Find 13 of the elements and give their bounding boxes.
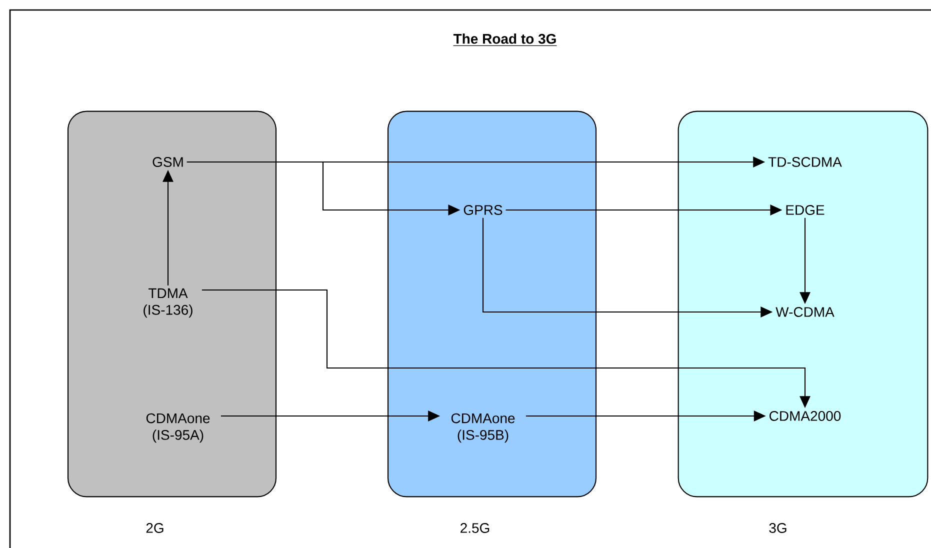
technology-label: CDMA2000 xyxy=(770,411,841,421)
technology-label: CDMAone (IS-95A) xyxy=(146,413,210,443)
technology-label: CDMAone (IS-95B) xyxy=(451,413,515,443)
column-label: 2.5G xyxy=(460,523,490,533)
technology-label: TDMA (IS-136) xyxy=(144,288,192,318)
column-label: 2G xyxy=(146,523,164,533)
technology-label: W-CDMA xyxy=(776,307,834,317)
title: The Road to 3G xyxy=(453,34,557,46)
technology-label: GPRS xyxy=(464,205,502,215)
technology-label: GSM xyxy=(152,157,183,167)
technology-label: TD-SCDMA xyxy=(768,157,842,167)
technology-label: EDGE xyxy=(786,205,824,215)
column-label: 3G xyxy=(769,523,786,533)
